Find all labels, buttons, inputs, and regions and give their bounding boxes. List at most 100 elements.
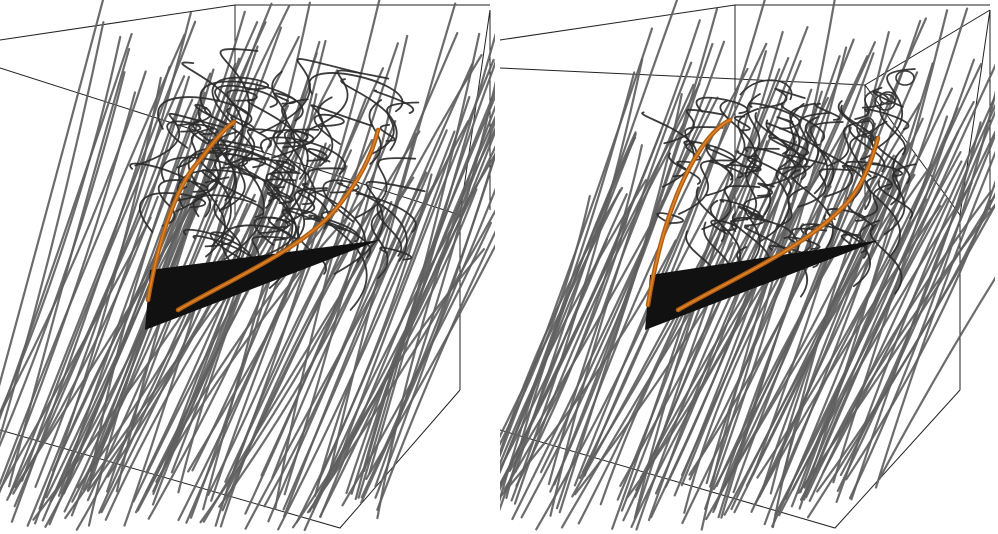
vortex-streamline [877,180,914,219]
vortex-streamline [199,80,304,122]
vortex-streamline [736,150,792,196]
vortex-streamline [848,123,886,173]
right-vortex-cores [645,117,881,313]
vortex-streamline [790,169,834,253]
left-panel [0,0,495,534]
vortex-streamline [211,76,270,125]
vortex-streamline [205,176,230,258]
vortex-streamline [320,210,368,311]
vortex-streamline [744,146,807,181]
streamline [797,193,995,494]
streamline [520,199,664,519]
vortex-streamline [204,149,232,184]
streamline [816,192,995,493]
vortex-streamline [865,175,901,258]
vortex-streamline [197,106,228,157]
streamline [38,168,217,510]
vortex-streamline [215,48,259,158]
streamline [376,104,495,520]
vortex-streamline [317,96,334,167]
streamline [791,160,963,491]
streamline [500,19,701,488]
streamline [350,115,495,495]
vortex-streamline [176,127,216,169]
streamline [535,146,717,531]
vortex-streamline [134,112,224,167]
streamline [314,120,470,497]
vortex-streamline [340,78,398,151]
streamline [510,58,644,502]
vortex-streamline [730,217,793,240]
vortex-streamline [854,86,883,120]
streamline [354,88,495,501]
streamline [312,152,495,510]
streamline [814,63,995,473]
vortex-streamline [223,157,290,261]
vortex-streamline [727,108,759,167]
vortex-streamline [313,113,345,145]
streamline [500,71,636,475]
vortex-streamline [861,183,893,219]
streamline [8,47,131,488]
vortex-streamline [705,146,772,216]
vortex-streamline [790,121,844,180]
vortex-streamline [869,224,903,295]
streamline [808,93,995,502]
vortex-streamline [740,147,780,175]
vortex-streamline [744,225,809,298]
streamline [155,197,366,483]
streamline [0,71,126,448]
streamline [850,109,995,501]
streamline [803,197,948,501]
vortex-streamline [272,104,373,159]
vortex-streamline [337,182,408,262]
streamline [822,129,995,473]
vortex-streamline [276,187,329,255]
streamline [104,200,293,521]
streamline [500,136,637,503]
vortex-streamline [160,156,274,209]
streamline [839,121,982,477]
vortex-streamline [214,84,279,108]
streamline [500,238,609,471]
right-streamlines [500,0,995,531]
right-panel [500,0,995,534]
vortex-streamline [780,102,825,143]
vortex-streamline [218,157,270,212]
vortex-streamline [861,90,904,109]
streamline [581,0,766,474]
vortex-streamline [782,102,805,155]
vortex-streamline [306,148,331,163]
vortex-streamline [770,136,809,157]
vortex-streamline [823,160,881,198]
left-flow-visualization [0,0,495,532]
vortex-streamline [181,61,244,163]
streamline [771,151,962,528]
vortex-streamline [139,192,207,233]
streamline [803,130,960,489]
streamline [187,138,374,473]
streamline [0,21,105,441]
streamline [0,0,105,387]
vortex-streamline [176,169,280,209]
vortex-streamline [765,119,802,167]
streamline [730,163,933,511]
streamline [189,93,318,519]
streamline [836,132,995,492]
vortex-streamline [368,99,382,165]
vortex-streamline [823,214,868,259]
vortex-streamline [355,192,417,233]
right-wing [645,240,880,330]
streamline [547,83,695,486]
vortex-streamline [860,120,888,161]
streamline [282,63,474,518]
vortex-streamline [370,209,389,279]
vortex-streamline [192,118,236,201]
vortex-streamline [379,123,396,142]
streamline [325,2,457,486]
vortex-streamline [373,89,414,114]
streamline [0,70,147,417]
vortex-streamline [814,103,841,121]
left-vortex-cores [145,119,381,313]
streamline [89,72,212,483]
